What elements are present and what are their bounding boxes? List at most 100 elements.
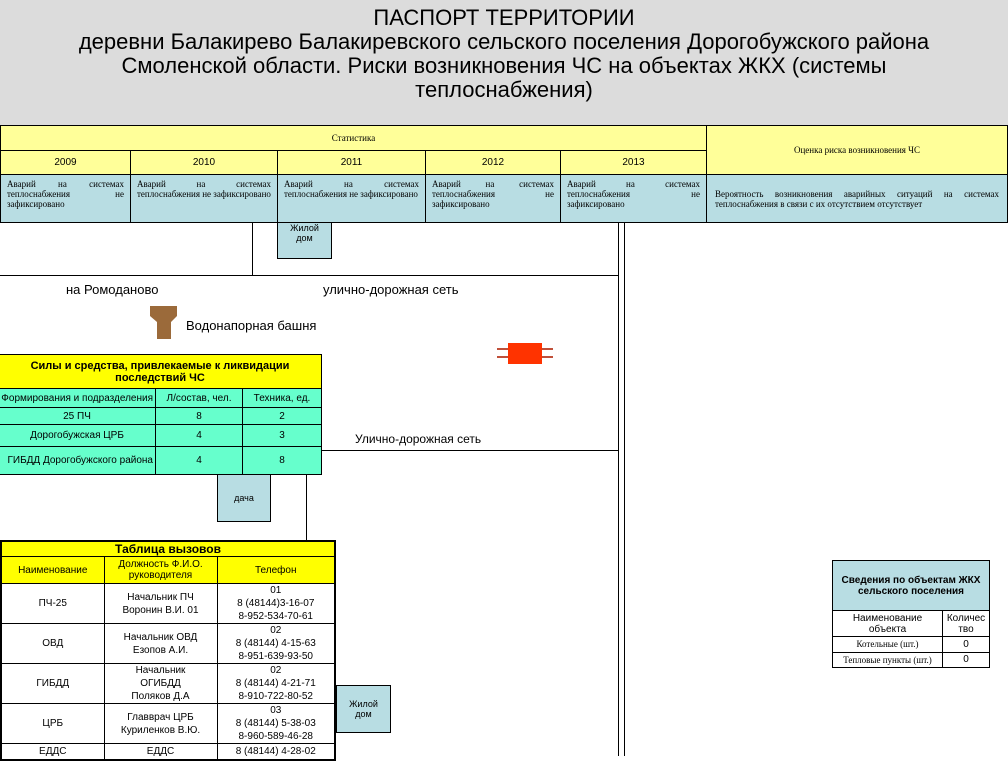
forces-title: Силы и средства, привлекаемые к ликвидац… [0, 354, 322, 389]
road-line [0, 275, 618, 276]
calls-header: Должность Ф.И.О. руководителя [103, 556, 218, 584]
objects-table: Сведения по объектам ЖКХ сельского посел… [832, 560, 990, 668]
dacha-box: дача [217, 474, 271, 522]
year-2013: 2013 [560, 150, 707, 175]
year-2011: 2011 [277, 150, 426, 175]
forces-header: Л/состав, чел. [155, 388, 243, 408]
cell-line: 01 [270, 585, 282, 596]
cell-line: 02 [270, 625, 282, 636]
house-label: Жилой дом [290, 223, 319, 243]
road-label-top: улично-дорожная сеть [323, 282, 459, 297]
calls-title: Таблица вызовов [0, 540, 336, 557]
cell-line: 8-952-534-70-61 [238, 611, 314, 622]
stat-cell: Аварий на системах теплоснабжения не заф… [277, 174, 426, 223]
cell-line: Начальник [135, 665, 186, 676]
cell: Котельные (шт.) [832, 636, 943, 653]
cell: 02 8 (48144) 4-15-63 8-951-639-93-50 [216, 623, 336, 664]
cell-line: 03 [270, 705, 282, 716]
cell-line: ЕДДС [146, 745, 175, 757]
forces-header: Формирования и подразделения [0, 388, 156, 408]
cell: ЕДДС [103, 743, 218, 760]
cell-line: Поляков Д.А [131, 691, 190, 702]
forces-header: Техника, ед. [242, 388, 322, 408]
cell: 8 (48144) 4-28-02 [216, 743, 336, 760]
cell: 25 ПЧ [0, 407, 156, 425]
risk-header: Оценка риска возникновения ЧС [706, 125, 1008, 175]
road-line [306, 474, 307, 541]
cell: 2 [242, 407, 322, 425]
cell-line: Начальник ОВД [123, 631, 198, 643]
cell: 8 [155, 407, 243, 425]
cell-line: Главврач ЦРБ [127, 711, 194, 723]
road-line [252, 223, 253, 275]
cell-line: Езопов А.И. [132, 644, 189, 656]
cell: 03 8 (48144) 5-38-03 8-960-589-46-28 [216, 703, 336, 744]
cell-line: 8-960-589-46-28 [238, 731, 314, 742]
title-line-3: Смоленской области. Риски возникновения … [121, 53, 887, 78]
cell-line: 02 [270, 665, 282, 676]
cell-line: 8 (48144) 4-15-63 [235, 638, 316, 649]
forces-table: Силы и средства, привлекаемые к ликвидац… [0, 354, 322, 475]
house-top: Жилой дом [277, 222, 332, 259]
title-line-4: теплоснабжения) [415, 77, 593, 102]
stat-cell: Аварий на системах теплоснабжения не заф… [560, 174, 707, 223]
boiler-icon [497, 343, 553, 364]
year-2012: 2012 [425, 150, 561, 175]
objects-header: Наименование объекта [832, 610, 943, 637]
cell: ГИБДД [0, 663, 105, 704]
objects-title: Сведения по объектам ЖКХ сельского посел… [832, 560, 990, 611]
table-row: ЕДДС ЕДДС 8 (48144) 4-28-02 [0, 743, 336, 760]
cell: Дорогобужская ЦРБ [0, 424, 156, 447]
house-bottom: Жилой дом [336, 685, 391, 733]
cell: ОВД [0, 623, 105, 664]
house-label: Жилой дом [349, 699, 378, 719]
cell: 01 8 (48144)3-16-07 8-952-534-70-61 [216, 583, 336, 624]
year-2010: 2010 [130, 150, 278, 175]
cell: ПЧ-25 [0, 583, 105, 624]
cell-line: ОГИБДД [140, 678, 181, 689]
cell: 0 [942, 636, 990, 653]
cell: ЕДДС [0, 743, 105, 760]
title-line-1: ПАСПОРТ ТЕРРИТОРИИ [373, 5, 635, 30]
water-tower-label: Водонапорная башня [186, 318, 317, 333]
cell-line: 8 (48144) 4-21-71 [235, 678, 316, 689]
cell: 0 [942, 651, 990, 668]
statistics-table: Статистика Оценка риска возникновения ЧС… [0, 125, 1008, 223]
cell: 4 [155, 446, 243, 475]
cell-line: 8 (48144)3-16-07 [237, 598, 315, 609]
road-line [624, 223, 625, 756]
calls-header: Наименование [0, 556, 105, 584]
objects-header: Количество [942, 610, 990, 637]
table-row: Тепловые пункты (шт.)0 [832, 651, 990, 668]
cell-line: Начальник ПЧ [127, 591, 194, 603]
cell: 4 [155, 424, 243, 447]
stat-cell: Аварий на системах теплоснабжения не заф… [425, 174, 561, 223]
road-line [322, 450, 618, 451]
page-header: ПАСПОРТ ТЕРРИТОРИИ деревни Балакирево Ба… [0, 0, 1008, 125]
water-tower-icon [150, 306, 177, 339]
cell-line: 8 (48144) 5-38-03 [235, 718, 316, 729]
cell-line: 8-951-639-93-50 [238, 651, 314, 662]
to-romadanovo-label: на Ромоданово [66, 282, 159, 297]
road-line [618, 223, 619, 756]
cell: ГИБДД Дорогобужского района [0, 446, 156, 475]
statistics-title: Статистика [0, 125, 707, 151]
cell: 8 [242, 446, 322, 475]
stat-cell: Аварий на системах теплоснабжения не заф… [130, 174, 278, 223]
cell-line: Воронин В.И. 01 [122, 604, 199, 616]
table-row: Котельные (шт.)0 [832, 636, 990, 653]
calls-header: Телефон [216, 556, 336, 584]
cell-line: 8 (48144) 4-28-02 [235, 745, 316, 757]
cell: 3 [242, 424, 322, 447]
